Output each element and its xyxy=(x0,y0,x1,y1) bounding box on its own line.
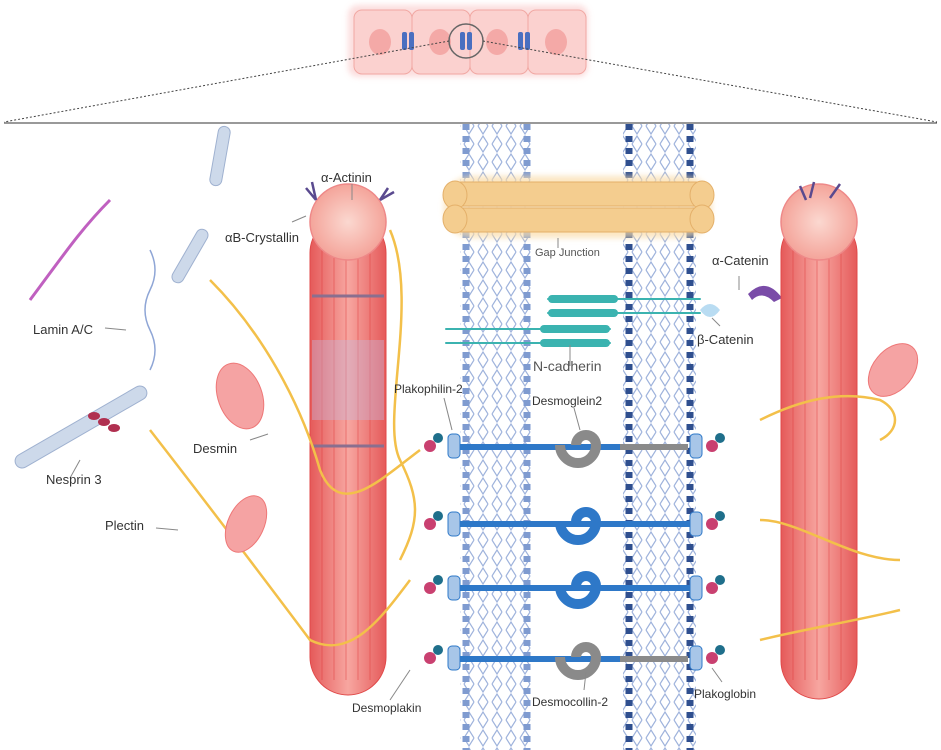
label-gap-junction: Gap Junction xyxy=(535,247,600,259)
label-lamin: Lamin A/C xyxy=(33,322,93,337)
label-desmin: Desmin xyxy=(193,441,238,456)
label-plakophilin: Plakophilin-2 xyxy=(394,382,463,396)
gap-junction xyxy=(442,176,715,238)
desmosome-row-3 xyxy=(424,571,725,609)
sarcomere-right xyxy=(780,183,858,700)
label-plakoglobin: Plakoglobin xyxy=(694,687,757,701)
n-cadherin xyxy=(445,295,701,347)
label-alpha-actinin: α-Actinin xyxy=(321,170,372,185)
catenins xyxy=(700,285,782,317)
leader-lines xyxy=(69,184,740,701)
label-desmoplakin: Desmoplakin xyxy=(352,701,422,715)
cell-row-overview xyxy=(348,5,588,77)
intermediate-filaments xyxy=(149,229,901,647)
label-beta-catenin: β-Catenin xyxy=(697,332,754,347)
nuclear-envelope-elements xyxy=(14,125,231,469)
mitochondria xyxy=(215,343,919,553)
label-alpha-catenin: α-Catenin xyxy=(712,253,769,268)
desmosome-row-1 xyxy=(424,430,725,468)
desmosome-row-4 xyxy=(424,642,725,680)
label-desmocollin: Desmocollin-2 xyxy=(532,695,609,709)
desmosomal-complexes xyxy=(424,430,725,680)
label-n-cadherin: N-cadherin xyxy=(533,358,602,374)
label-alphab-crystallin: αB-Crystallin xyxy=(225,230,299,245)
desmosome-row-2 xyxy=(424,507,725,545)
label-plectin: Plectin xyxy=(105,518,145,533)
alpha-actinin-tufts xyxy=(305,181,842,202)
label-nesprin: Nesprin 3 xyxy=(46,472,102,487)
zoom-lines xyxy=(3,40,938,124)
label-desmoglein: Desmoglein2 xyxy=(532,394,603,408)
sarcomere-left xyxy=(309,183,387,696)
